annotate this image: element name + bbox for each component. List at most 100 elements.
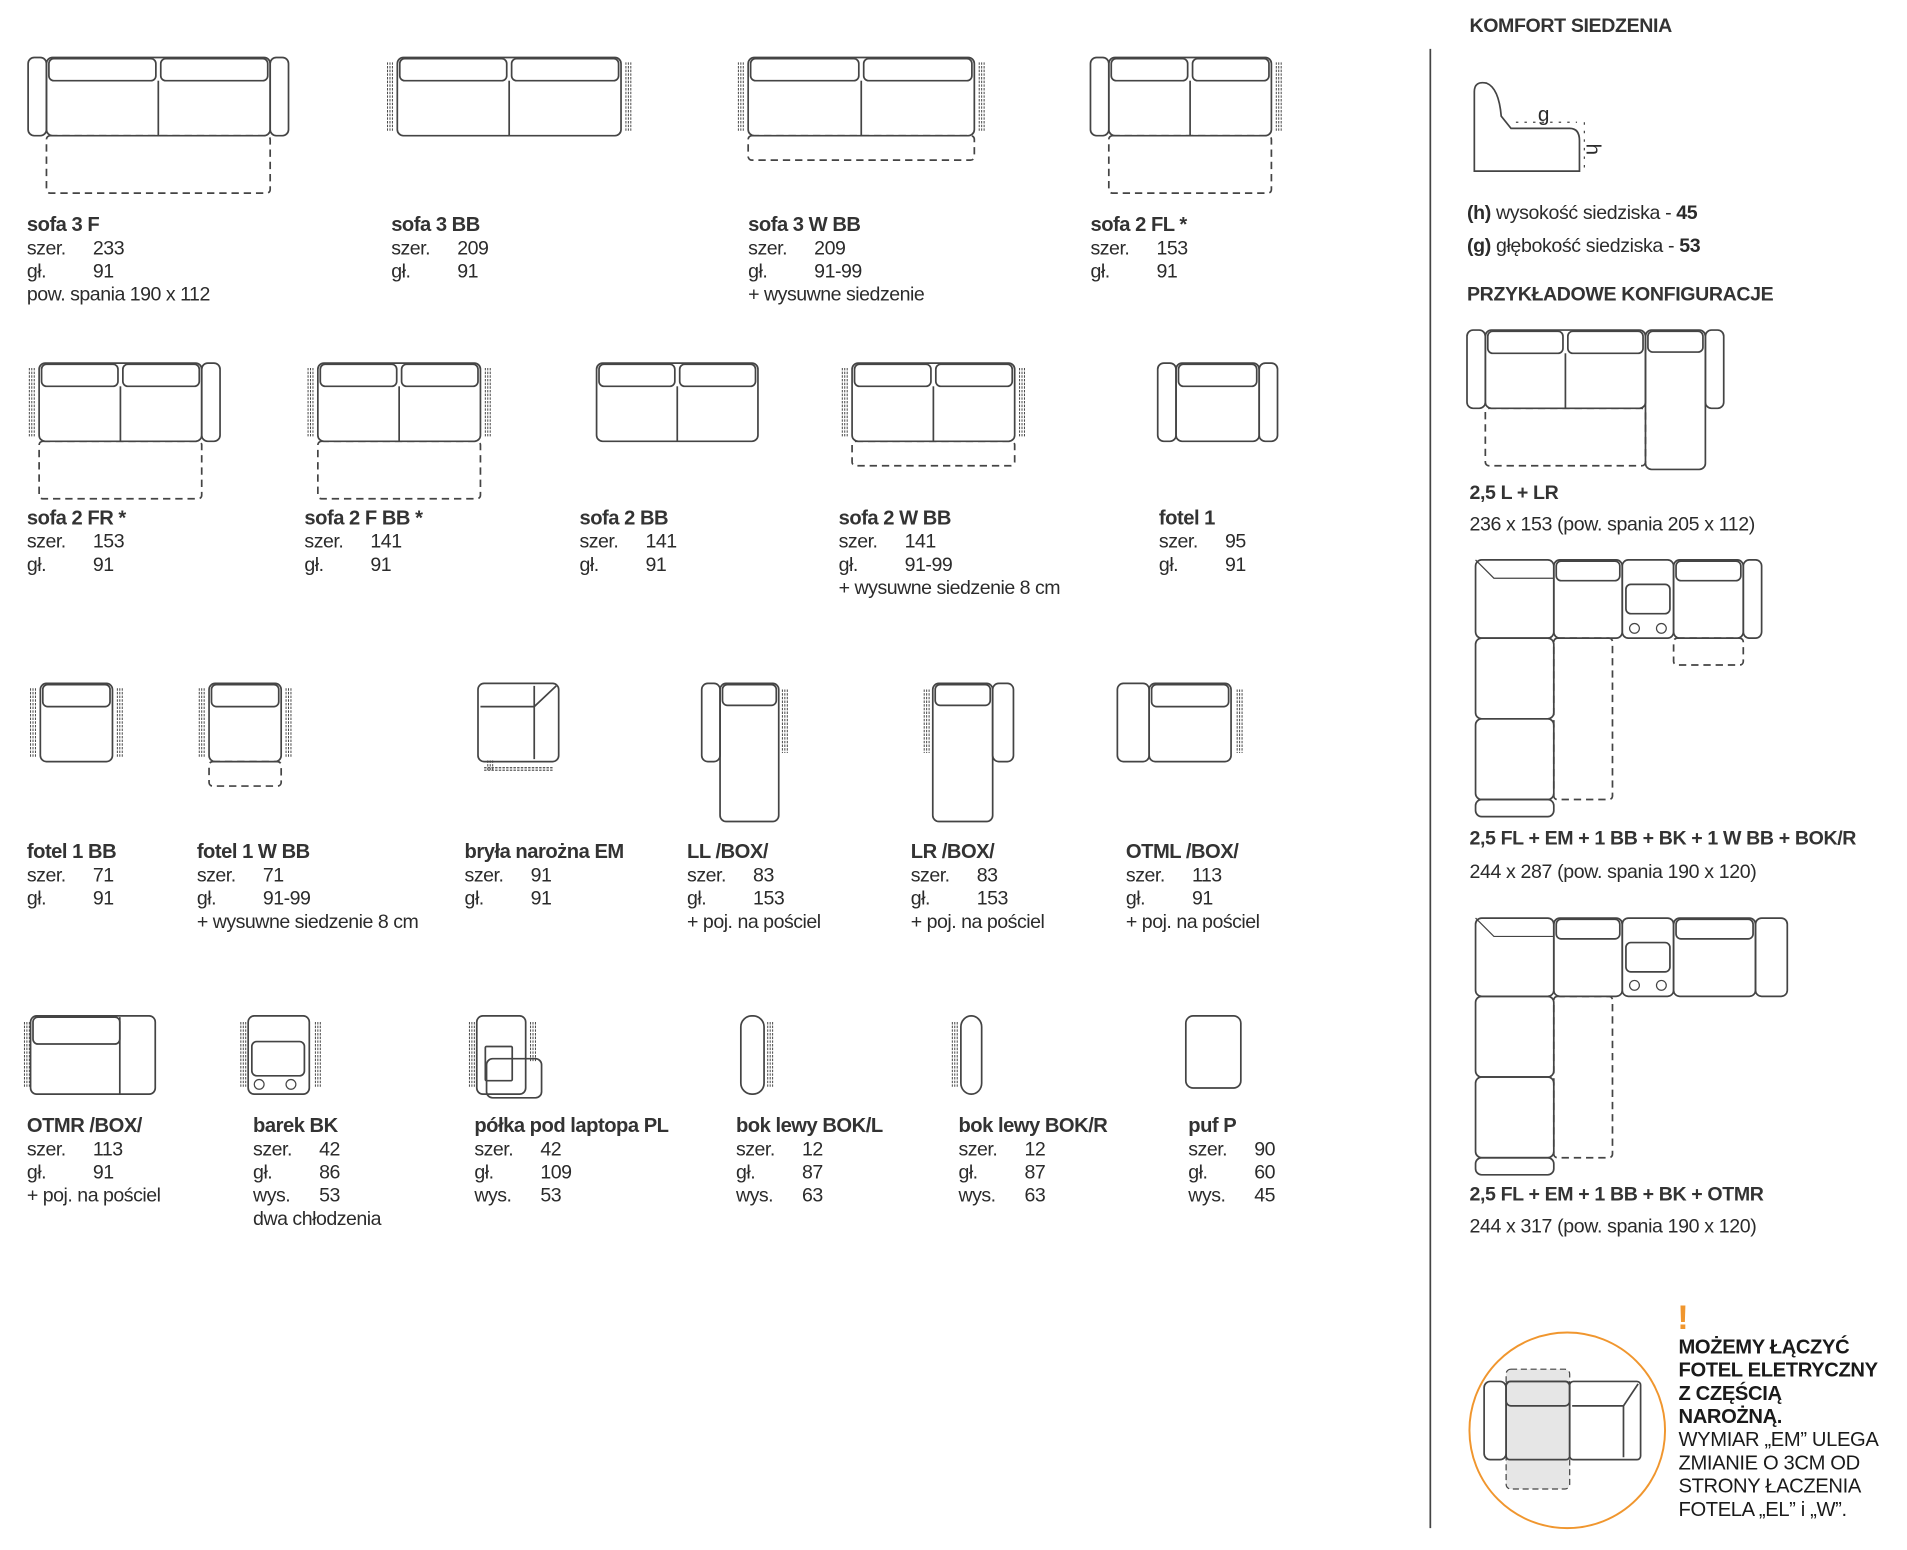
outline xyxy=(700,682,721,763)
outline xyxy=(1552,995,1614,1159)
spec-note: pow. spania 190 x 112 xyxy=(26,284,210,306)
config-name: 2,5 FL + EM + 1 BB + BK + 1 W BB + BOK/R xyxy=(1469,828,1857,850)
spec-row: gł.91 xyxy=(465,888,624,911)
spec-row: szer.42 xyxy=(253,1138,381,1161)
product-name: sofa 3 BB xyxy=(391,213,480,236)
product-name: sofa 3 F xyxy=(26,213,100,236)
spec-row: szer.12 xyxy=(736,1138,883,1161)
depth-text: głębokość siedziska - xyxy=(1490,235,1680,257)
spec-value: 95 xyxy=(1224,531,1246,553)
outline xyxy=(1672,559,1745,640)
spec-row: szer.71 xyxy=(27,864,116,887)
outline xyxy=(484,1045,514,1082)
spec-value: 91-99 xyxy=(262,888,311,910)
outline xyxy=(1742,559,1763,640)
spec-row: szer.42 xyxy=(474,1138,668,1161)
spec-value: 91-99 xyxy=(904,555,953,576)
spec-value: 153 xyxy=(753,888,785,910)
spec-label: gł. xyxy=(1090,261,1110,283)
spec-row: szer. 95 xyxy=(1159,531,1246,554)
spec-label: gł. xyxy=(1188,1162,1208,1184)
spec-row: wys.53 xyxy=(474,1185,668,1208)
outline xyxy=(721,683,778,707)
product-name: LL /BOX/ xyxy=(687,841,768,864)
seat-profile-icon xyxy=(1473,81,1581,173)
spec-row: gł.87 xyxy=(736,1161,883,1184)
config-dims: 244 x 287 (pow. spania 190 x 120) xyxy=(1469,861,1757,883)
spec-label: szer. xyxy=(1158,531,1198,553)
spec-value: 71 xyxy=(262,865,284,887)
spec-row: gł.91 xyxy=(27,888,116,911)
product-name: półka pod laptopa PL xyxy=(474,1114,669,1137)
spec-row: szer.113 xyxy=(1126,864,1260,887)
spec-row: szer. 83 xyxy=(687,864,821,887)
seat-height: (h) wysokość siedziska - 45 xyxy=(1467,203,1698,225)
config-dims: 236 x 153 (pow. spania 205 x 112) xyxy=(1469,514,1755,536)
spec-value: 87 xyxy=(1024,1162,1046,1184)
spec-label: wys. xyxy=(253,1185,291,1207)
outline xyxy=(1672,917,1757,998)
spec-row: wys.63 xyxy=(736,1185,883,1208)
spec-value: 91 xyxy=(530,865,552,887)
spec-value: 91 xyxy=(457,261,478,283)
spec-label: gł. xyxy=(735,1162,756,1184)
spec-row: gł.91 xyxy=(304,554,422,577)
spec-row: szer.209 xyxy=(391,237,489,260)
spec-value: 113 xyxy=(92,1139,123,1161)
spec-label: gł. xyxy=(196,888,217,910)
spec-label: szer. xyxy=(748,238,788,260)
spec-label: szer. xyxy=(687,865,726,887)
spec-label: gł. xyxy=(1158,555,1179,576)
outline xyxy=(1555,560,1621,582)
spec-value: 91 xyxy=(1191,888,1213,910)
spec-row: gł.86 xyxy=(253,1161,381,1184)
spec-label: wys. xyxy=(958,1185,996,1207)
comfort-title: KOMFORT SIEDZENIA xyxy=(1469,15,1672,37)
spec-label: wys. xyxy=(474,1185,512,1207)
spec-value: 45 xyxy=(1254,1185,1276,1207)
config-dims: 244 x 317 (pow. spania 190 x 120) xyxy=(1469,1216,1757,1238)
outline xyxy=(477,682,560,763)
spec-label: gł. xyxy=(26,261,47,283)
spec-label: szer. xyxy=(26,238,66,260)
outline xyxy=(510,57,620,82)
outline xyxy=(32,1016,121,1045)
outline xyxy=(1625,583,1671,615)
spec-value: 83 xyxy=(753,865,774,887)
spec-note: + poj. na pościel xyxy=(26,1185,161,1207)
spec-label: szer. xyxy=(958,1139,998,1161)
note-circle xyxy=(1468,1331,1667,1530)
spec-value: 83 xyxy=(976,865,998,887)
outline xyxy=(247,1015,311,1095)
spec-row: gł.109 xyxy=(474,1161,668,1184)
spec-value: 233 xyxy=(92,238,125,260)
outline xyxy=(934,363,1014,388)
outline xyxy=(1647,330,1704,353)
spec-row: gł.91-99 xyxy=(748,260,924,283)
spec-label: gł. xyxy=(474,1162,494,1184)
product-name: bok lewy BOK/L xyxy=(735,1114,883,1137)
spec-row: gł.153 xyxy=(911,888,1045,911)
exclamation-icon: ! xyxy=(1677,1298,1689,1337)
outline xyxy=(316,440,482,500)
spec-row: wys.45 xyxy=(1188,1185,1275,1208)
spec-label: szer. xyxy=(26,1139,66,1161)
product-name: bryła narożna EM xyxy=(464,841,625,864)
spec-label: gł. xyxy=(391,261,411,283)
spec-value: 91 xyxy=(645,555,667,576)
outline xyxy=(1552,559,1624,640)
spec-value: 60 xyxy=(1254,1162,1276,1184)
spec-row: gł.91 xyxy=(1126,888,1260,911)
outline xyxy=(40,363,119,388)
outline xyxy=(475,1015,527,1095)
spec-value: 53 xyxy=(319,1185,340,1207)
outline xyxy=(1116,682,1151,763)
spec-label: gł. xyxy=(464,888,485,910)
